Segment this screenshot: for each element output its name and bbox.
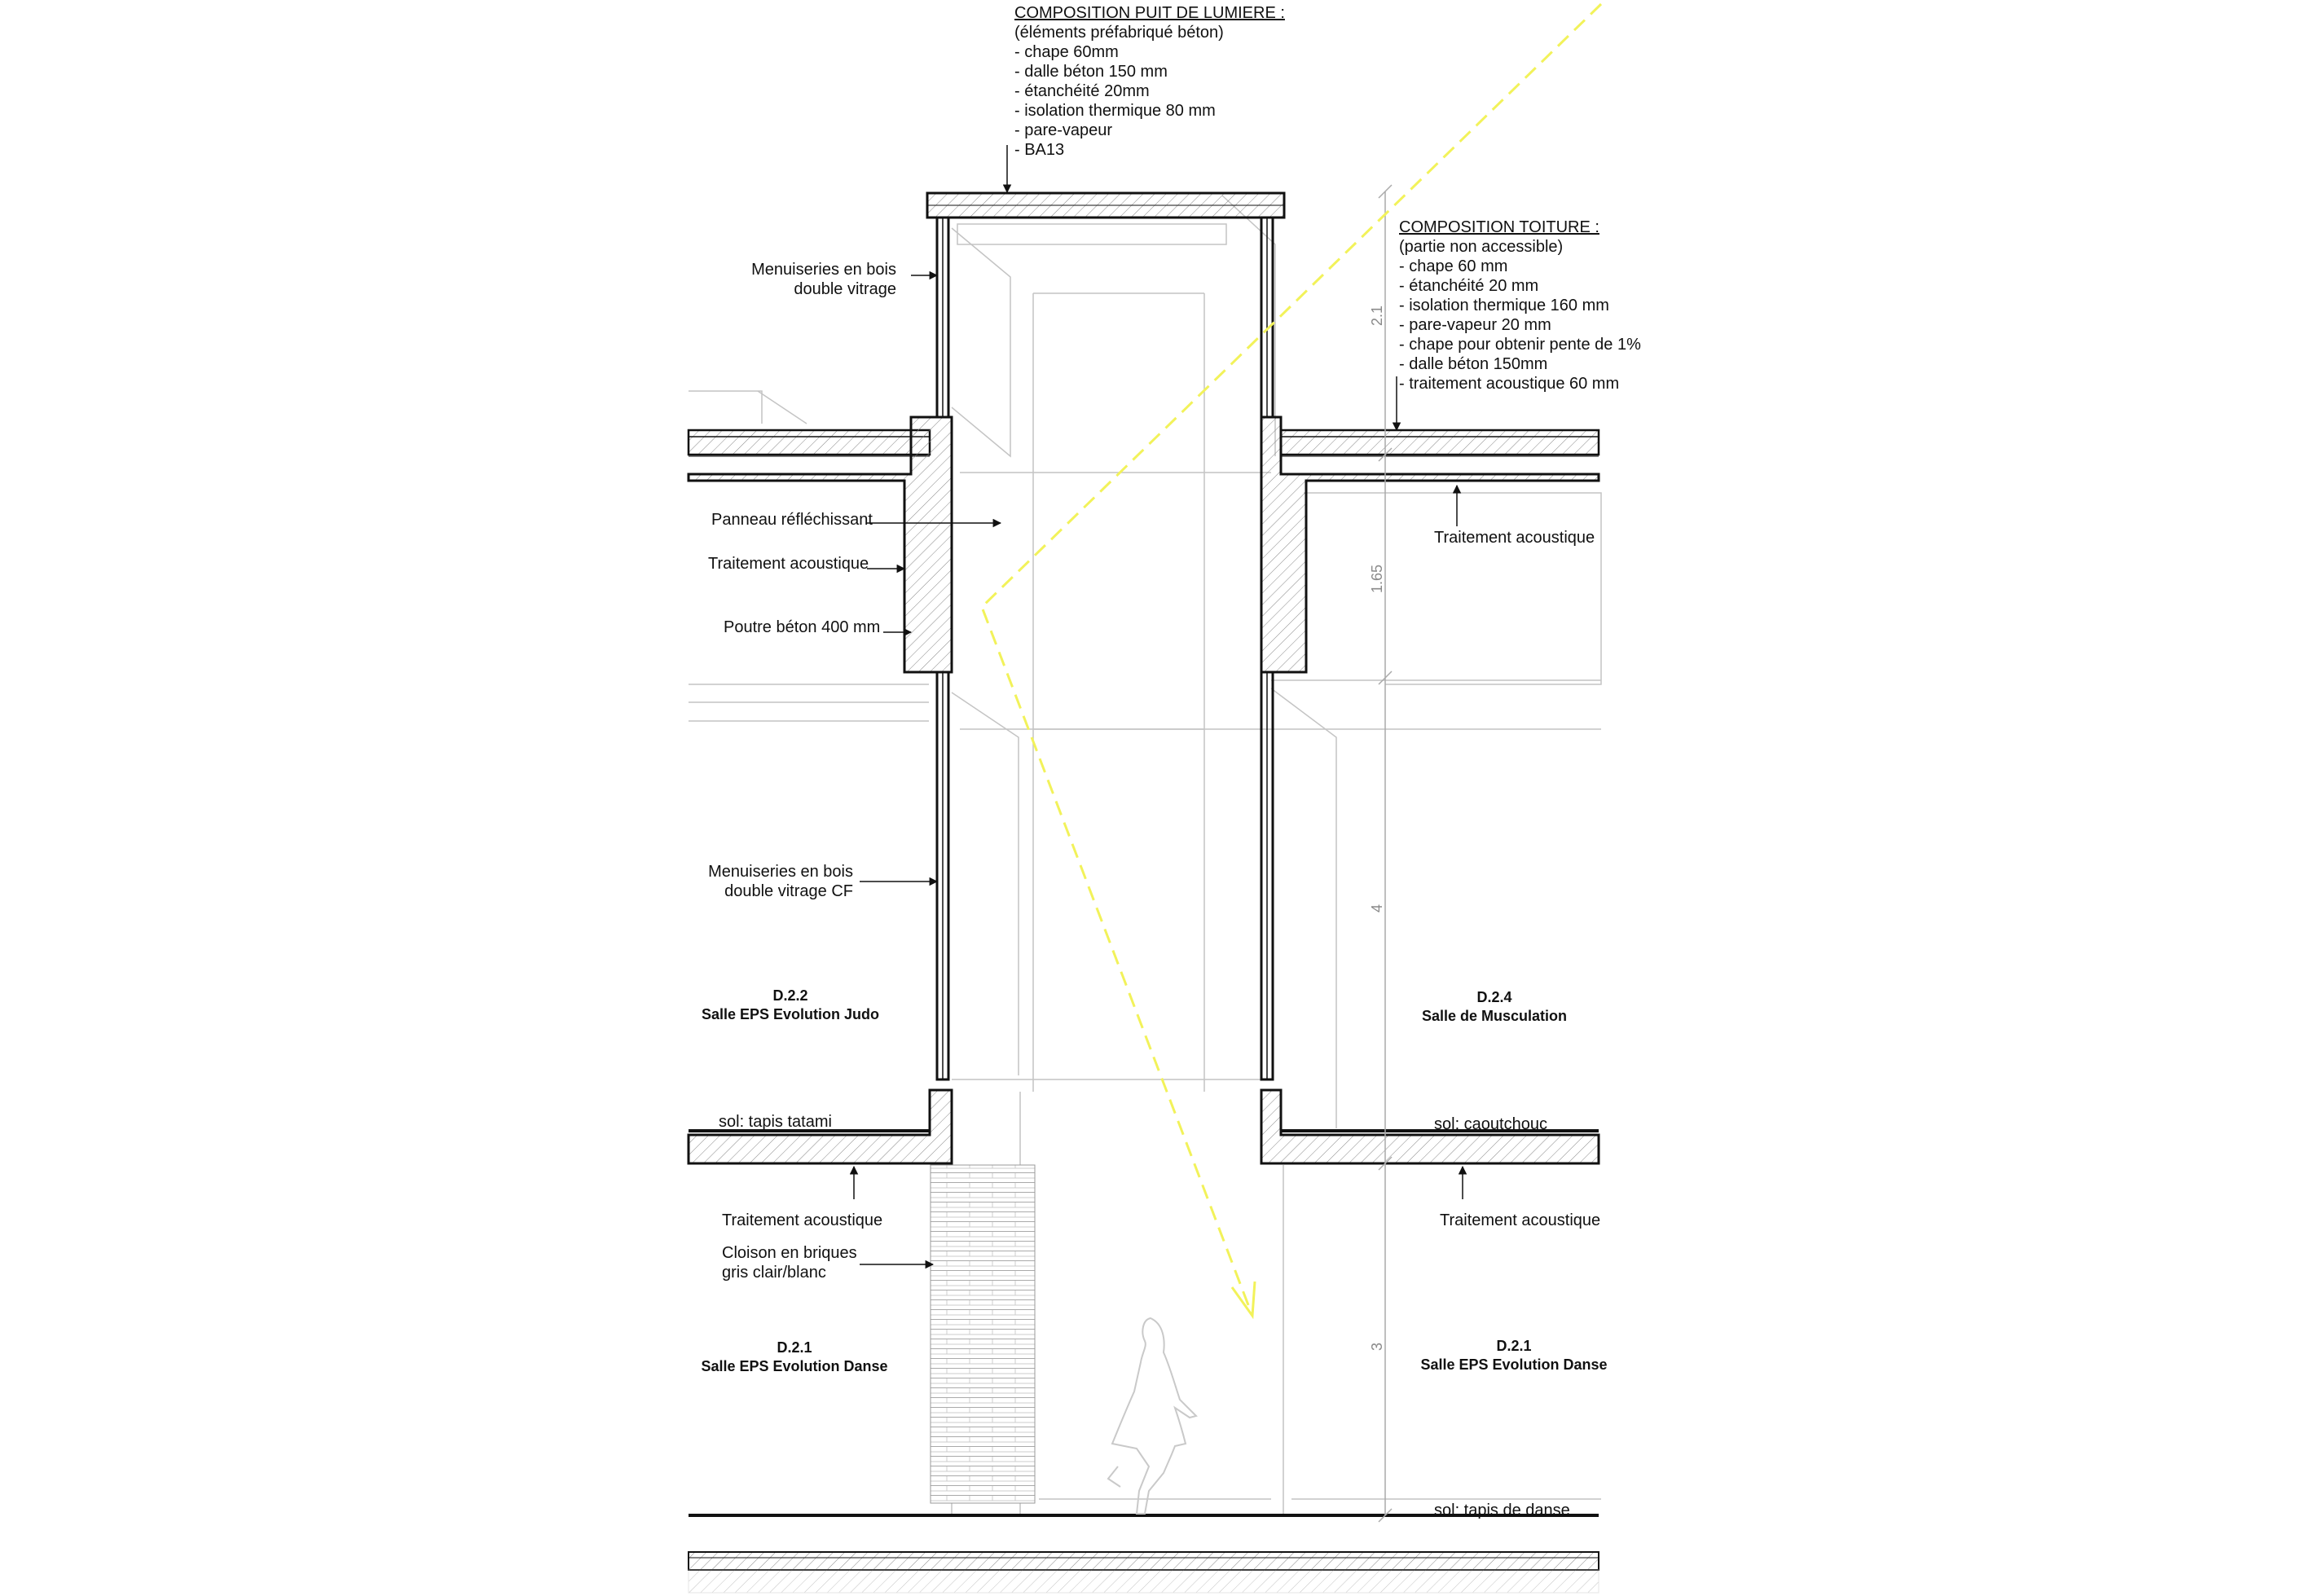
lightwell-layer-1: - chape 60mm — [1014, 43, 1119, 61]
roof-layer-4: - pare-vapeur 20 mm — [1399, 316, 1551, 334]
beam-left — [687, 415, 953, 674]
label-menuiseries-top-2: double vitrage — [794, 280, 896, 298]
roof-layer-3: - isolation thermique 160 mm — [1399, 297, 1609, 314]
background-lines — [689, 195, 1602, 1515]
lightwell-layer-5: - pare-vapeur — [1014, 121, 1112, 139]
roof-layer-7: - traitement acoustique 60 mm — [1399, 375, 1619, 393]
label-traitement-bottom-right: Traitement acoustique — [1440, 1211, 1600, 1229]
floor-slab-right — [1260, 1088, 1600, 1165]
room-danse-left-name: Salle EPS Evolution Danse — [701, 1358, 887, 1374]
label-traitement-left: Traitement acoustique — [708, 555, 869, 573]
label-sol-danse: sol: tapis de danse — [1434, 1501, 1570, 1519]
upper-window-frames — [935, 216, 1274, 419]
label-traitement-right: Traitement acoustique — [1434, 529, 1595, 547]
room-danse-left-code: D.2.1 — [777, 1339, 812, 1356]
label-menuiseries-cf-1: Menuiseries en bois — [708, 863, 853, 881]
label-cloison-2: gris clair/blanc — [722, 1264, 826, 1282]
lower-window-frames — [935, 670, 1274, 1081]
dim-2-1: 2.1 — [1369, 306, 1385, 326]
lightwell-layer-4: - isolation thermique 80 mm — [1014, 102, 1216, 120]
dim-4: 4 — [1369, 904, 1385, 912]
label-poutre: Poutre béton 400 mm — [724, 618, 880, 636]
lightwell-layer-2: - dalle béton 150 mm — [1014, 63, 1168, 81]
room-danse-right-code: D.2.1 — [1496, 1338, 1531, 1354]
roof-slab-right — [1279, 429, 1600, 457]
room-muscu-name: Salle de Musculation — [1422, 1008, 1567, 1024]
leader-lines — [849, 145, 1467, 1269]
label-traitement-bottom-left: Traitement acoustique — [722, 1211, 882, 1229]
label-panneau: Panneau réfléchissant — [711, 511, 873, 529]
roof-layer-6: - dalle béton 150mm — [1399, 355, 1547, 373]
label-sol-tatami: sol: tapis tatami — [719, 1113, 832, 1131]
dimension-line — [1378, 184, 1393, 1523]
room-muscu-code: D.2.4 — [1476, 989, 1511, 1005]
roof-layer-2: - étanchéité 20 mm — [1399, 277, 1538, 295]
light-ray — [980, 2, 1603, 1317]
lightwell-title: COMPOSITION PUIT DE LUMIERE : — [1014, 4, 1285, 22]
label-sol-caoutchouc: sol: caoutchouc — [1434, 1115, 1547, 1133]
label-cloison-1: Cloison en briques — [722, 1244, 857, 1262]
lightwell-layer-3: - étanchéité 20mm — [1014, 82, 1150, 100]
room-judo-name: Salle EPS Evolution Judo — [702, 1006, 879, 1022]
beam-right — [1260, 415, 1600, 674]
roof-subtitle: (partie non accessible) — [1399, 238, 1563, 256]
lightwell-layer-6: - BA13 — [1014, 141, 1064, 159]
label-menuiseries-top-1: Menuiseries en bois — [751, 261, 896, 279]
roof-slab-left — [687, 429, 931, 457]
light-well-cap — [926, 191, 1286, 219]
lightwell-subtitle: (éléments préfabriqué béton) — [1014, 24, 1224, 42]
label-menuiseries-cf-2: double vitrage CF — [724, 882, 853, 900]
room-judo-code: D.2.2 — [772, 987, 807, 1004]
dim-3: 3 — [1369, 1343, 1385, 1351]
room-danse-right-name: Salle EPS Evolution Danse — [1420, 1356, 1607, 1373]
roof-title: COMPOSITION TOITURE : — [1399, 218, 1599, 236]
roof-layer-1: - chape 60 mm — [1399, 257, 1507, 275]
brick-partition — [930, 1164, 1036, 1504]
light-ray-arrowhead — [1230, 1281, 1256, 1320]
roof-layer-5: - chape pour obtenir pente de 1% — [1399, 336, 1641, 354]
child-silhouette — [1107, 1317, 1198, 1515]
ground-slab — [688, 1514, 1599, 1594]
floor-slab-left — [687, 1088, 953, 1165]
dim-1-65: 1.65 — [1369, 565, 1385, 593]
